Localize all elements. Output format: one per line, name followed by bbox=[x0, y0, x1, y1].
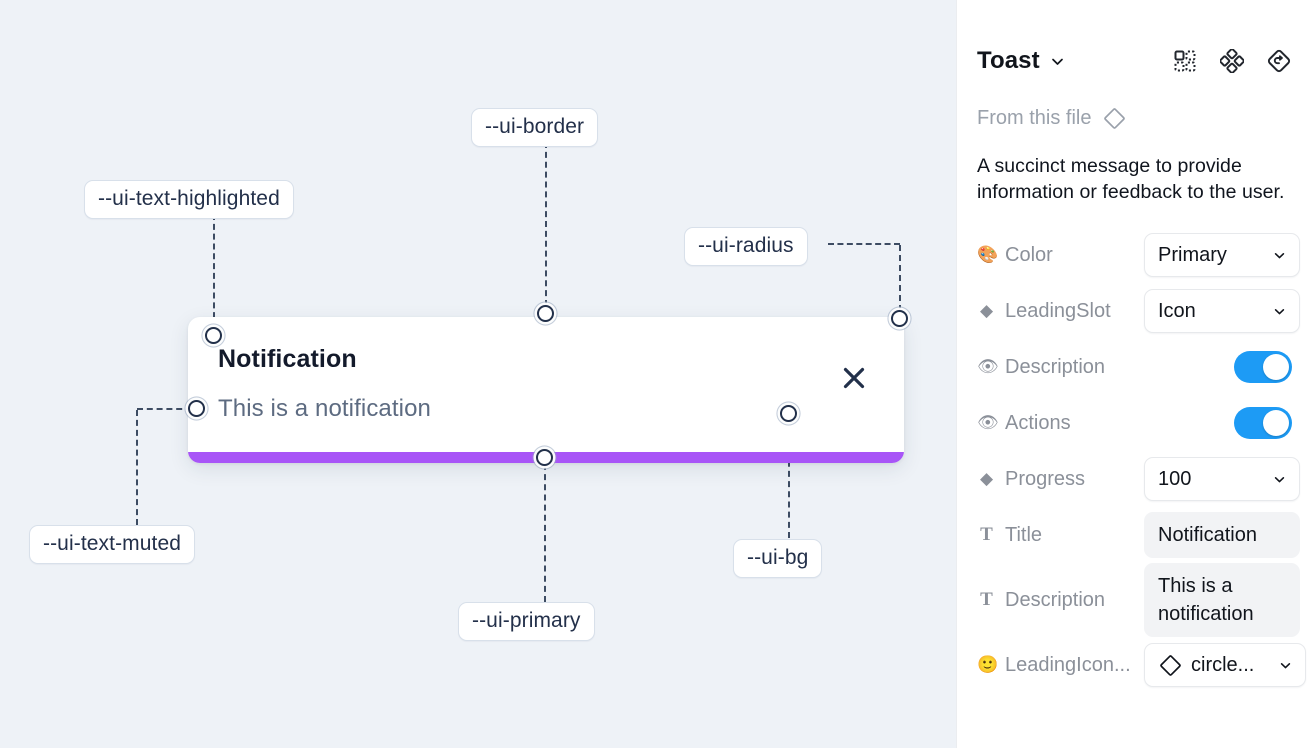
property-control-description-text: This is a notification bbox=[1144, 563, 1300, 637]
property-label-text: Progress bbox=[1005, 467, 1086, 490]
component-variant-icon[interactable] bbox=[1172, 48, 1198, 74]
token-pill-ui-bg[interactable]: --ui-bg bbox=[733, 539, 823, 578]
property-control-actions-visibility bbox=[1234, 407, 1292, 439]
property-row-description-visibility: 👁 Description bbox=[977, 339, 1292, 395]
from-this-file-label: From this file bbox=[977, 107, 1092, 129]
property-control-progress: 100 bbox=[1144, 457, 1300, 501]
reset-instance-icon[interactable] bbox=[1266, 48, 1292, 74]
header-icon-group bbox=[1172, 48, 1292, 74]
component-description: A succinct message to provide informatio… bbox=[977, 155, 1285, 203]
connector-ui-text-muted-horizontal bbox=[137, 408, 192, 410]
description-input[interactable]: This is a notification bbox=[1144, 563, 1300, 637]
page-title: Toast bbox=[977, 47, 1040, 74]
toggle-knob bbox=[1263, 410, 1289, 436]
anchor-handle-ui-text-muted[interactable] bbox=[188, 400, 205, 417]
close-icon[interactable] bbox=[841, 365, 867, 391]
property-control-leadingslot: Icon bbox=[1144, 289, 1300, 333]
property-rows: 🎨 Color Primary bbox=[977, 227, 1306, 693]
anchor-handle-ui-bg[interactable] bbox=[780, 405, 797, 422]
property-label-leadingicon: 🙂 LeadingIcon... bbox=[977, 654, 1144, 677]
property-label-text: Color bbox=[1005, 243, 1053, 266]
color-select[interactable]: Primary bbox=[1144, 233, 1300, 277]
property-control-color: Primary bbox=[1144, 233, 1300, 277]
token-pill-ui-text-muted[interactable]: --ui-text-muted bbox=[29, 525, 196, 564]
component-set-icon[interactable] bbox=[1219, 48, 1245, 74]
leadingicon-select-value: circle... bbox=[1191, 653, 1255, 676]
property-label-leadingslot: ◆ LeadingSlot bbox=[977, 300, 1144, 323]
palette-emoji-icon: 🎨 bbox=[977, 244, 999, 265]
connector-ui-text-highlighted bbox=[213, 214, 215, 328]
property-label-color: 🎨 Color bbox=[977, 244, 1144, 267]
eye-emoji-icon: 👁 bbox=[977, 412, 999, 433]
description-toggle[interactable] bbox=[1234, 351, 1292, 383]
property-label-actions-visibility: 👁 Actions bbox=[977, 412, 1144, 435]
connector-ui-text-muted-vertical bbox=[136, 410, 138, 525]
property-label-text: Description bbox=[1005, 355, 1106, 378]
toggle-knob bbox=[1263, 354, 1289, 380]
property-label-description-text: T Description bbox=[977, 589, 1144, 612]
diamond-emoji-icon: ◆ bbox=[979, 468, 994, 489]
color-select-value: Primary bbox=[1158, 243, 1227, 266]
design-canvas[interactable]: Notification This is a notification --ui… bbox=[0, 0, 956, 748]
anchor-handle-ui-border[interactable] bbox=[537, 305, 554, 322]
connector-ui-border bbox=[545, 142, 547, 306]
property-control-leadingicon: circle... bbox=[1144, 643, 1306, 687]
diamond-emoji-icon: ◆ bbox=[979, 300, 994, 321]
property-row-title: T Title Notification bbox=[977, 507, 1300, 563]
token-pill-ui-radius[interactable]: --ui-radius bbox=[684, 227, 808, 266]
anchor-handle-ui-radius[interactable] bbox=[891, 310, 908, 327]
property-control-title: Notification bbox=[1144, 512, 1300, 558]
property-label-text: LeadingIcon... bbox=[1005, 653, 1131, 676]
toast-title: Notification bbox=[218, 345, 357, 373]
text-glyph-icon: T bbox=[980, 524, 993, 545]
progress-select-value: 100 bbox=[1158, 467, 1192, 490]
property-row-progress: ◆ Progress 100 bbox=[977, 451, 1300, 507]
token-pill-ui-primary[interactable]: --ui-primary bbox=[458, 602, 595, 641]
property-label-progress: ◆ Progress bbox=[977, 468, 1144, 491]
connector-ui-primary bbox=[544, 464, 546, 602]
anchor-handle-ui-text-highlighted[interactable] bbox=[205, 327, 222, 344]
properties-panel: Toast bbox=[956, 0, 1312, 748]
property-label-text: Title bbox=[1005, 523, 1043, 546]
toast-preview-card[interactable]: Notification This is a notification bbox=[188, 317, 904, 463]
panel-header: Toast bbox=[977, 0, 1292, 92]
token-pill-ui-border[interactable]: --ui-border bbox=[471, 108, 599, 147]
diamond-icon bbox=[1158, 653, 1183, 678]
progress-select[interactable]: 100 bbox=[1144, 457, 1300, 501]
connector-ui-radius-horizontal bbox=[828, 243, 900, 245]
property-row-leadingicon: 🙂 LeadingIcon... circle... bbox=[977, 637, 1306, 693]
connector-ui-bg bbox=[788, 420, 790, 538]
property-label-description-visibility: 👁 Description bbox=[977, 356, 1144, 379]
property-label-text: Actions bbox=[1005, 411, 1071, 434]
connector-ui-radius-vertical bbox=[899, 245, 901, 311]
property-label-text: Description bbox=[1005, 588, 1106, 611]
property-label-text: LeadingSlot bbox=[1005, 299, 1111, 322]
smiley-emoji-icon: 🙂 bbox=[977, 654, 999, 675]
leadingslot-select-value: Icon bbox=[1158, 299, 1196, 322]
chevron-down-icon bbox=[1273, 659, 1292, 672]
title-input[interactable]: Notification bbox=[1144, 512, 1300, 558]
token-pill-ui-text-highlighted[interactable]: --ui-text-highlighted bbox=[84, 180, 294, 219]
chevron-down-icon bbox=[1267, 249, 1286, 262]
leadingicon-select[interactable]: circle... bbox=[1144, 643, 1306, 687]
actions-toggle[interactable] bbox=[1234, 407, 1292, 439]
diamond-icon bbox=[1102, 106, 1127, 131]
chevron-down-icon[interactable] bbox=[1050, 54, 1065, 69]
from-this-file-row[interactable]: From this file bbox=[977, 106, 1292, 131]
property-row-leadingslot: ◆ LeadingSlot Icon bbox=[977, 283, 1300, 339]
toast-description: This is a notification bbox=[218, 395, 431, 422]
anchor-handle-ui-primary[interactable] bbox=[536, 449, 553, 466]
property-label-title: T Title bbox=[977, 524, 1144, 547]
property-row-actions-visibility: 👁 Actions bbox=[977, 395, 1292, 451]
property-row-color: 🎨 Color Primary bbox=[977, 227, 1300, 283]
text-glyph-icon: T bbox=[980, 589, 993, 610]
chevron-down-icon bbox=[1267, 473, 1286, 486]
leadingslot-select[interactable]: Icon bbox=[1144, 289, 1300, 333]
property-row-description-text: T Description This is a notification bbox=[977, 563, 1300, 637]
property-control-description-visibility bbox=[1234, 351, 1292, 383]
chevron-down-icon bbox=[1267, 305, 1286, 318]
eye-emoji-icon: 👁 bbox=[977, 356, 999, 377]
